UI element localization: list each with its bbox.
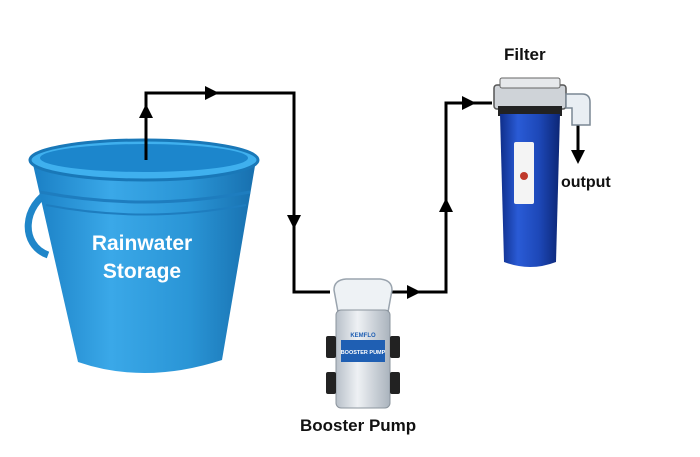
bucket-opening xyxy=(40,144,248,172)
pump-bracket xyxy=(390,336,400,358)
filter-elbow-fitting xyxy=(566,94,590,125)
filter-cap xyxy=(494,85,566,109)
arrow-right-icon xyxy=(407,285,421,299)
arrow-right-icon xyxy=(462,96,476,110)
pump-bracket xyxy=(326,372,336,394)
output-label: output xyxy=(561,174,611,192)
bucket-label-line2: Storage xyxy=(62,258,222,286)
pump-bracket xyxy=(390,372,400,394)
pump-bracket xyxy=(326,336,336,358)
pump-head xyxy=(334,279,392,312)
pump-brand: KEMFLO xyxy=(350,333,376,339)
arrow-up-icon xyxy=(439,198,453,212)
filter-label: Filter xyxy=(504,45,546,65)
pipe-pump-to-filter xyxy=(392,103,492,292)
pump-model-text: BOOSTER PUMP xyxy=(341,350,386,356)
arrow-down-icon xyxy=(287,215,301,229)
bucket-label-line1: Rainwater xyxy=(62,230,222,258)
pump-label: Booster Pump xyxy=(300,416,416,436)
bucket-label: Rainwater Storage xyxy=(62,230,222,286)
arrow-up-icon xyxy=(139,104,153,118)
arrow-right-icon xyxy=(205,86,219,100)
water-filter xyxy=(494,78,590,267)
booster-pump: KEMFLO BOOSTER PUMP xyxy=(326,279,400,408)
arrow-down-icon xyxy=(571,150,585,164)
